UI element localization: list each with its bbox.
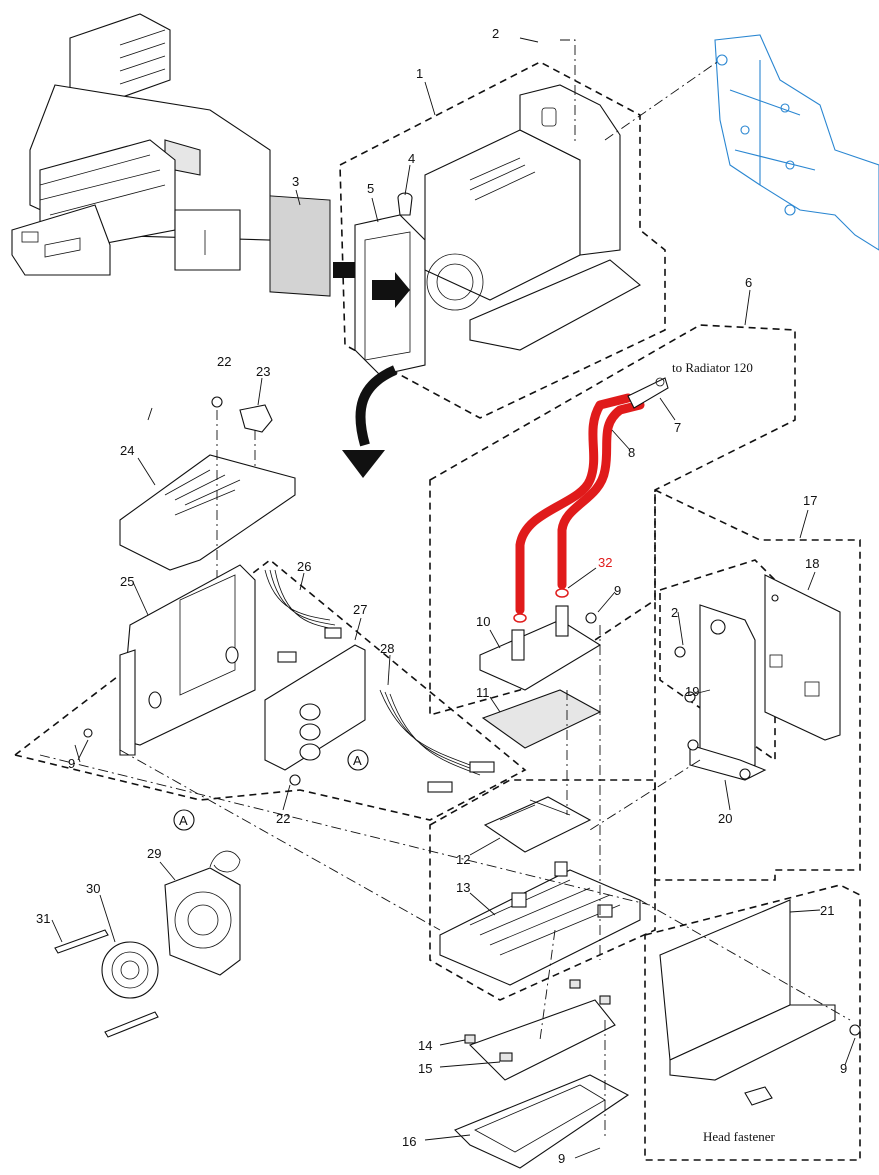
- callout-9-right: 9: [840, 1061, 847, 1076]
- callout-22-top: 22: [217, 354, 231, 369]
- group-cables-outline: [13, 558, 527, 821]
- head-fastener-note: Head fastener: [703, 1129, 775, 1144]
- callout-2-bracket: 2: [671, 605, 678, 620]
- callout-15: 15: [418, 1061, 432, 1076]
- printer-illustration: [11, 13, 271, 276]
- reference-frame-blue: [714, 34, 879, 251]
- callout-13: 13: [456, 880, 470, 895]
- coolant-tube-assembly: [479, 377, 669, 749]
- callout-14: 14: [418, 1038, 432, 1053]
- callout-26: 26: [297, 559, 311, 574]
- reference-leader: [604, 59, 721, 141]
- callout-5: 5: [367, 181, 374, 196]
- callout-18: 18: [805, 556, 819, 571]
- marker-a2: A: [179, 813, 188, 828]
- callout-10: 10: [476, 614, 490, 629]
- marker-a1-circle: [347, 749, 369, 771]
- callout-31: 31: [36, 911, 50, 926]
- callout-22-bottom: 22: [276, 811, 290, 826]
- callout-7: 7: [674, 420, 681, 435]
- marker-a2-circle: [173, 809, 195, 831]
- callout-9-board: 9: [614, 583, 621, 598]
- callout-4: 4: [408, 151, 415, 166]
- cooling-fan: [54, 809, 241, 1038]
- callout-24: 24: [120, 443, 134, 458]
- callout-6: 6: [745, 275, 752, 290]
- group-13-outline: [429, 779, 656, 1001]
- side-panel: [659, 899, 861, 1106]
- callout-9-left: 9: [68, 756, 75, 771]
- group-1-outline: [339, 61, 666, 419]
- callout-28: 28: [380, 641, 394, 656]
- top-cover-plate: [119, 396, 296, 600]
- radiator-note: to Radiator 120: [672, 360, 753, 375]
- head-board: [483, 796, 592, 853]
- callout-30: 30: [86, 881, 100, 896]
- head-carriage: [439, 861, 641, 986]
- callout-23: 23: [256, 364, 270, 379]
- callout-25: 25: [120, 574, 134, 589]
- callout-3: 3: [292, 174, 299, 189]
- callout-16: 16: [402, 1134, 416, 1149]
- callout-20: 20: [718, 811, 732, 826]
- curved-arrow: [355, 365, 398, 447]
- bottom-plates: [454, 979, 630, 1169]
- callout-12: 12: [456, 852, 470, 867]
- callout-17: 17: [803, 493, 817, 508]
- side-bracket-assembly: [674, 574, 841, 781]
- callout-19: 19: [685, 684, 699, 699]
- callout-1: 1: [416, 66, 423, 81]
- filter-sheet: [269, 195, 331, 297]
- callout-9-bottom: 9: [558, 1151, 565, 1166]
- callout-11: 11: [476, 685, 490, 700]
- callout-27: 27: [353, 602, 367, 617]
- callout-8: 8: [628, 445, 635, 460]
- group-17-outline: [654, 488, 861, 881]
- callout-2-top: 2: [492, 26, 499, 41]
- cable-board-assembly: [264, 569, 495, 793]
- callout-21: 21: [820, 903, 834, 918]
- fan-unit-box: [354, 84, 641, 376]
- callout-32: 32: [598, 555, 612, 570]
- circuit-board-plate: [83, 564, 256, 756]
- marker-a1: A: [353, 753, 362, 768]
- callout-29: 29: [147, 846, 161, 861]
